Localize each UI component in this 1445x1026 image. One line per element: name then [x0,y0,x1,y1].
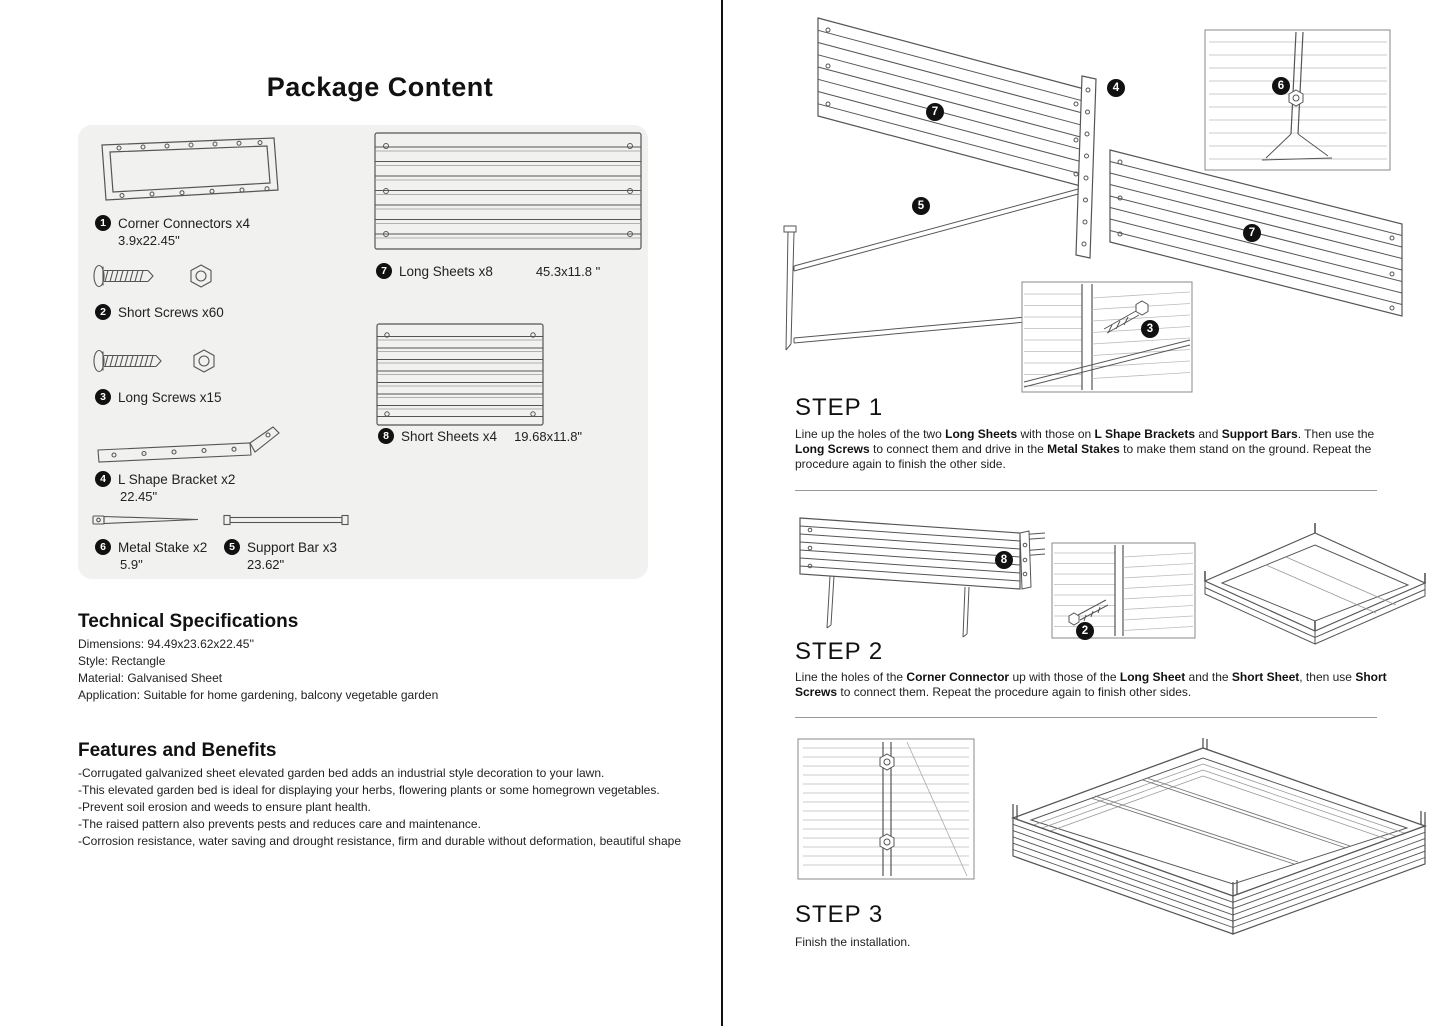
item-label: Long Sheets x8 [399,263,493,279]
callout-badge-long-sheet-right: 7 [1243,224,1261,242]
nut-icon [190,264,212,288]
item-number-badge: 2 [95,304,111,320]
step1-title: STEP 1 [795,394,884,421]
package-item-l-bracket: 4 L Shape Bracket x2 [95,471,235,487]
item-number-badge: 6 [95,539,111,555]
long-sheet-left [817,17,1089,189]
package-item-corner-connectors: 1 Corner Connectors x4 [95,215,250,231]
step3-title: STEP 3 [795,901,884,928]
item-number-badge: 7 [376,263,392,279]
item-size: 45.3x11.8 " [535,263,601,279]
center-bracket [1075,75,1097,259]
callout-badge-support-bar: 5 [912,197,930,215]
package-item-short-screws: 2 Short Screws x60 [95,304,224,320]
step2-diagram [799,517,1427,645]
spec-line-application: Application: Suitable for home gardening… [78,688,439,702]
support-bar-icon [223,514,349,526]
item-label: Metal Stake x2 [118,539,208,555]
callout-badge-short-sheet: 8 [995,551,1013,569]
l-bracket-illustration [97,426,280,463]
section-divider [795,490,1377,491]
package-item-short-sheets: 8 Short Sheets x4 19.68x11.8" [378,428,582,444]
step3-corner-detail [797,738,975,880]
item-label: Long Screws x15 [118,389,222,405]
short-sheet-illustration [376,323,544,426]
features-title: Features and Benefits [78,740,277,761]
feature-line: -This elevated garden bed is ideal for d… [78,783,660,797]
inset-detail-corner-connector [1051,542,1196,639]
callout-badge-metal-stake: 6 [1272,77,1290,95]
long-wall-assembly [799,517,1046,638]
step1-diagram [783,17,1403,393]
step3-text: Finish the installation. [795,935,911,949]
item-number-badge: 4 [95,471,111,487]
callout-badge-long-sheet-left: 7 [926,103,944,121]
column-divider [721,0,723,1026]
package-item-support-bar: 5 Support Bar x3 [224,539,337,555]
item-label: L Shape Bracket x2 [118,471,236,487]
item-number-badge: 8 [378,428,394,444]
item-label: Short Sheets x4 [401,428,498,444]
spec-line-material: Material: Galvanised Sheet [78,671,223,685]
package-item-long-sheets: 7 Long Sheets x8 45.3x11.8 " [376,263,600,279]
item-size: 19.68x11.8" [514,428,583,444]
callout-badge-l-bracket: 4 [1107,79,1125,97]
inset-detail-bracket [1204,29,1391,171]
step2-title: STEP 2 [795,638,884,665]
tech-specs-title: Technical Specifications [78,611,299,632]
inset-detail-screw [1021,281,1193,393]
package-content-box [78,125,648,579]
feature-line: -Prevent soil erosion and weeds to ensur… [78,800,371,814]
nut-icon [193,349,215,373]
feature-line: -The raised pattern also prevents pests … [78,817,481,831]
package-item-long-screws: 3 Long Screws x15 [95,389,222,405]
item-label: Short Screws x60 [118,304,224,320]
callout-badge-short-screw: 2 [1076,622,1094,640]
short-screw-icon [93,264,154,288]
step2-text: Line the holes of the Corner Connector u… [795,670,1387,699]
item-label: Support Bar x3 [247,539,338,555]
frame-assembly [1203,523,1427,645]
metal-stake-icon [92,515,199,525]
package-item-metal-stake: 6 Metal Stake x2 [95,539,207,555]
feature-line: -Corrosion resistance, water saving and … [78,834,681,848]
callout-badge-long-screw: 3 [1141,320,1159,338]
item-size: 23.62" [247,557,285,572]
corner-bolts [879,753,895,851]
feature-line: -Corrugated galvanized sheet elevated ga… [78,766,605,780]
item-number-badge: 5 [224,539,240,555]
item-size: 3.9x22.45" [118,233,180,248]
long-sheet-illustration [374,132,642,250]
section-divider [795,717,1377,718]
item-number-badge: 1 [95,215,111,231]
item-number-badge: 3 [95,389,111,405]
item-size: 22.45" [120,489,158,504]
spec-line-dimensions: Dimensions: 94.49x23.62x22.45'' [78,637,255,651]
item-label: Corner Connectors x4 [118,215,251,231]
long-screw-icon [93,349,162,373]
item-size: 5.9" [120,557,143,572]
spec-line-style: Style: Rectangle [78,654,166,668]
page-title: Package Content [266,72,494,102]
step1-text: Line up the holes of the two Long Sheets… [795,427,1375,471]
step3-assembled-bed [1011,738,1427,935]
metal-stake [783,225,797,351]
corner-connector-illustration [101,137,279,201]
